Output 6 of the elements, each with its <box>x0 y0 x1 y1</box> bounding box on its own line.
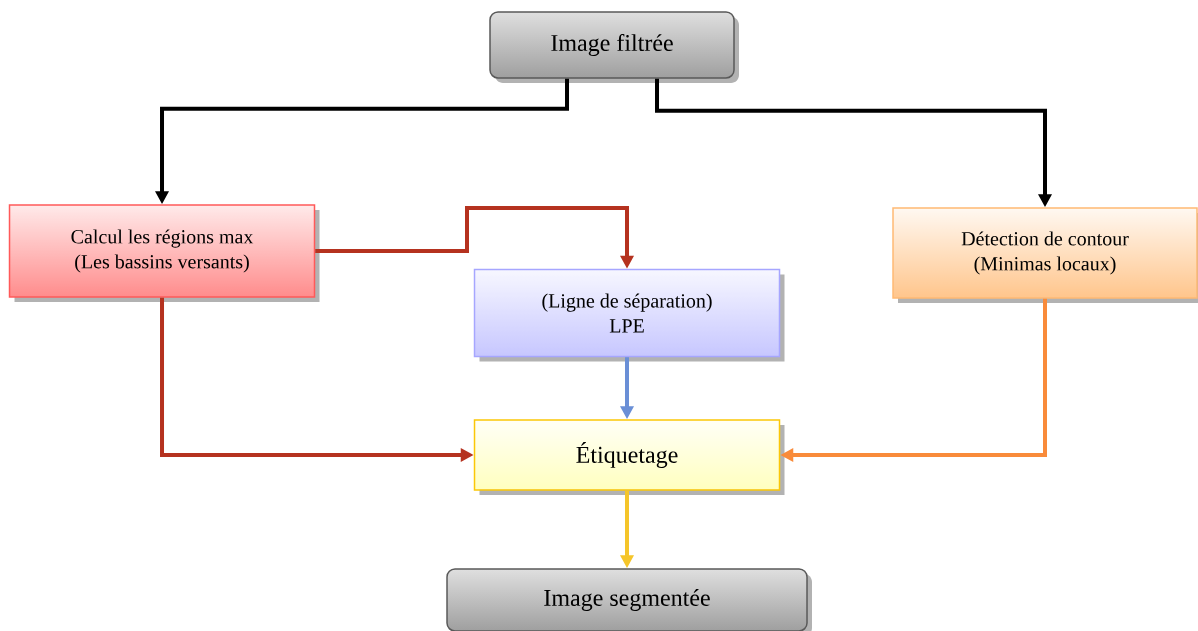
process-box: Calcul les régions max (Les bassins versants) <box>8 204 320 302</box>
process-box: Détection de contour (Minimas locaux) <box>892 207 1198 303</box>
start-box: Image filtrée <box>489 11 739 83</box>
process-box: Étiquetage <box>473 419 785 495</box>
end-box: Image segmentée <box>446 568 812 631</box>
process-box: (Ligne de séparation) LPE <box>473 268 785 362</box>
